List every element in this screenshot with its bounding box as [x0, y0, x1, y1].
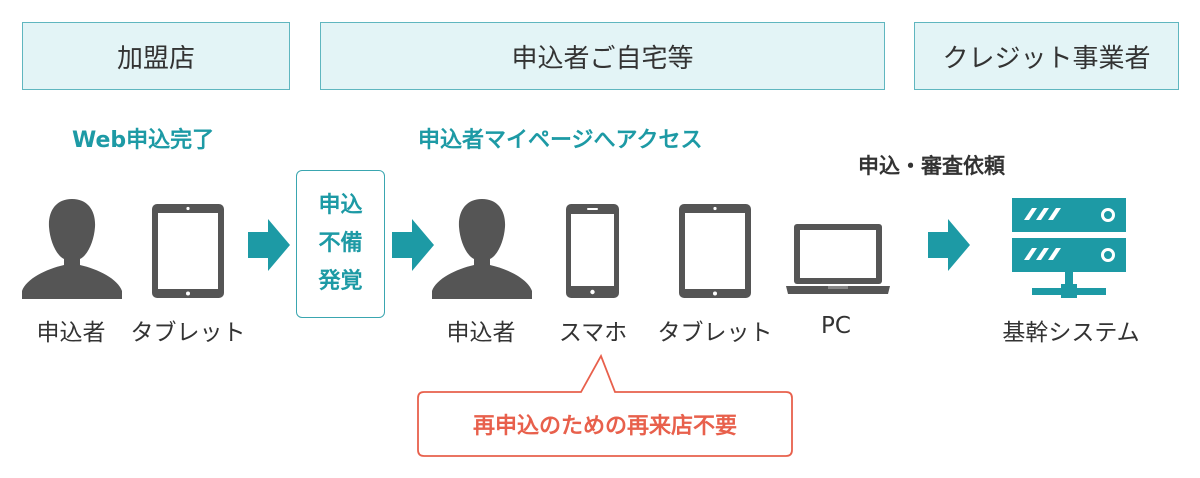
tablet-icon: [152, 204, 224, 298]
header-home: 申込者ご自宅等: [320, 22, 885, 90]
notice-line-3: 発覚: [318, 269, 363, 294]
caption-web-complete: Web申込完了: [72, 128, 215, 153]
tablet-icon: [679, 204, 751, 298]
header-home-label: 申込者ご自宅等: [511, 43, 694, 74]
smartphone-icon: [566, 204, 619, 298]
label-smartphone: スマホ: [558, 320, 628, 346]
header-store: 加盟店: [22, 22, 290, 90]
laptop-icon: [786, 224, 890, 294]
caption-review-request: 申込・審査依頼: [858, 154, 1005, 178]
notice-line-2: 不備: [318, 231, 363, 256]
arrow-right-icon: [928, 219, 970, 271]
label-tablet-1: タブレット: [130, 320, 246, 346]
header-store-label: 加盟店: [116, 43, 195, 74]
label-tablet-2: タブレット: [657, 320, 773, 346]
label-applicant-1: 申込者: [36, 320, 106, 346]
arrow-right-icon: [392, 219, 434, 271]
server-icon: [1012, 198, 1126, 298]
header-credit: クレジット事業者: [914, 22, 1179, 90]
person-icon: [432, 199, 532, 299]
notice-box: 申込 不備 発覚: [296, 170, 385, 318]
label-applicant-2: 申込者: [446, 320, 516, 346]
label-core-system: 基幹システム: [1002, 320, 1140, 346]
callout-text: 再申込のための再来店不要: [472, 414, 737, 439]
arrow-right-icon: [248, 219, 290, 271]
notice-line-1: 申込: [318, 193, 363, 218]
label-pc: PC: [821, 313, 851, 339]
header-credit-label: クレジット事業者: [942, 43, 1151, 74]
person-icon: [22, 199, 122, 299]
caption-mypage-access: 申込者マイページへアクセス: [418, 128, 703, 153]
